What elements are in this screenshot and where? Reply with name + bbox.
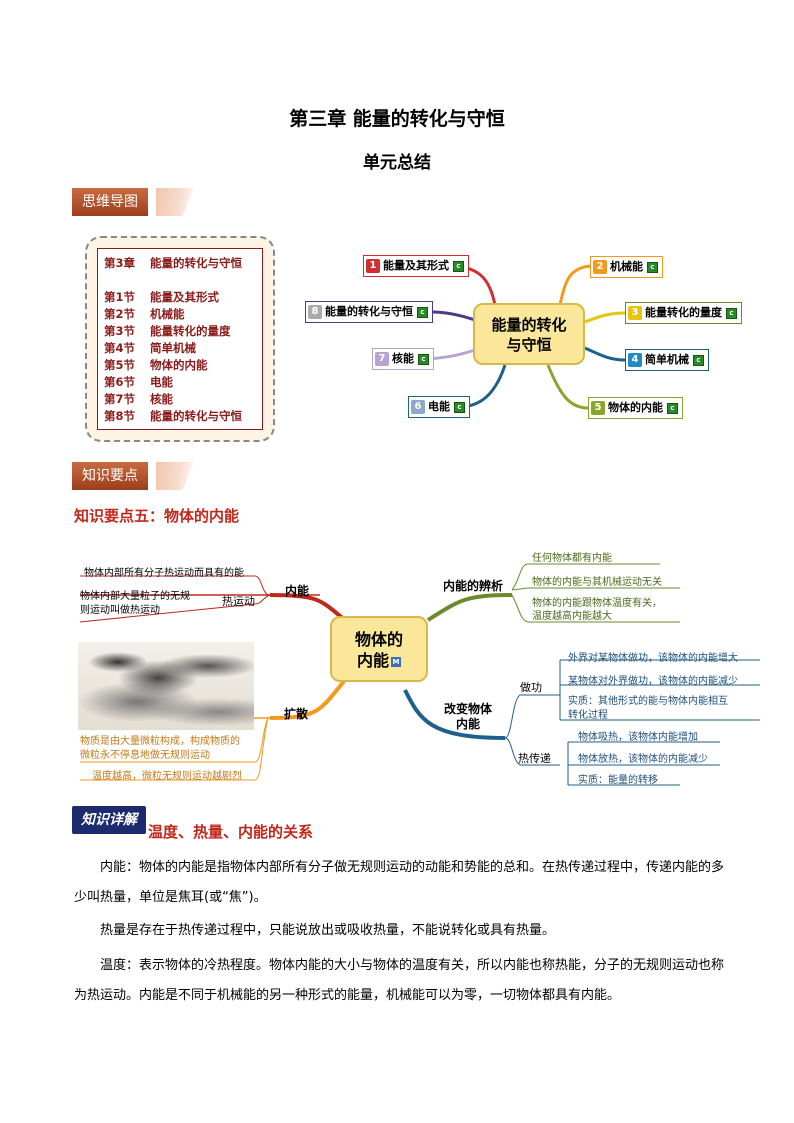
- node-label: 电能: [428, 397, 450, 417]
- node-label: 简单机械: [645, 350, 689, 370]
- section-bar-tail: [156, 462, 194, 490]
- gaibian-label-line2: 内能: [444, 717, 492, 732]
- neineng-sub-label: 热运动: [222, 593, 255, 609]
- zuogong-item: 外界对某物体做功，该物体的内能增大: [568, 649, 738, 664]
- mindmap1-center-line1: 能量的转化: [475, 315, 583, 335]
- ink-diffusion-image: [78, 642, 254, 730]
- connector-2: [560, 266, 590, 305]
- node-number: 7: [375, 352, 389, 366]
- branch-bianxi-label: 内能的辨析: [443, 577, 503, 594]
- zuogong-item: 实质：其他形式的能与物体内能相互: [568, 692, 728, 707]
- detail-title: 温度、热量、内能的关系: [148, 821, 313, 842]
- neineng-sub-line1: 物体内部大量粒子的无规: [80, 587, 190, 602]
- zuogong-item: 某物体对外界做功，该物体的内能减少: [568, 672, 738, 687]
- node-link-icon: c: [693, 355, 704, 366]
- mindmap1-connectors: [0, 0, 794, 460]
- node-number: 8: [308, 305, 322, 319]
- node-label: 能量转化的量度: [645, 303, 722, 323]
- bianxi-item: 温度越高内能越大: [532, 607, 612, 622]
- kuosan-text2: 温度越高，微粒无规则运动越剧烈: [92, 767, 242, 782]
- neineng-sub-line2: 则运动叫做热运动: [80, 601, 160, 616]
- bianxi-item: 物体的内能与其机械运动无关: [532, 573, 662, 588]
- node-link-icon: c: [647, 262, 658, 273]
- detail-badge: 知识详解: [72, 806, 146, 834]
- node-number: 2: [593, 260, 607, 274]
- branch-gaibian-label: 改变物体 内能: [444, 702, 492, 732]
- rechuandi-item: 物体吸热，该物体内能增加: [578, 728, 698, 743]
- node-link-icon: c: [453, 261, 464, 272]
- bianxi-item: 任何物体都有内能: [532, 549, 612, 564]
- connector-4: [585, 348, 625, 360]
- node-link-icon: c: [726, 308, 737, 319]
- detail-paragraph-2: 热量是存在于热传递过程中，只能说放出或吸收热量，不能说转化或具有热量。: [74, 916, 724, 946]
- zuogong-label: 做功: [520, 679, 542, 695]
- rechuandi-item: 物体放热，该物体的内能减少: [578, 750, 708, 765]
- mindmap2-center-line2: 内能: [357, 651, 389, 670]
- rechuandi-item: 实质：能量的转移: [578, 771, 658, 786]
- gaibian-label-line1: 改变物体: [444, 702, 492, 717]
- node-number: 3: [628, 306, 642, 320]
- neineng-definition: 物体内部所有分子热运动而具有的能: [84, 564, 244, 579]
- detail-paragraph-3: 温度：表示物体的冷热程度。物体内能的大小与物体的温度有关，所以内能也称热能，分子…: [74, 951, 724, 1011]
- mindmap1-center: 能量的转化 与守恒: [473, 303, 585, 365]
- section-knowledge-bar: 知识要点: [72, 462, 202, 490]
- branch-bianxi-line: [428, 595, 512, 620]
- node-link-icon: c: [454, 402, 465, 413]
- mindmap2-center-line1: 物体的: [332, 629, 426, 650]
- detail-paragraph-1: 内能：物体的内能是指物体内部所有分子做无规则运动的动能和势能的总和。在热传递过程…: [74, 853, 724, 913]
- section-knowledge-label: 知识要点: [72, 462, 148, 490]
- rechuandi-label: 热传递: [518, 750, 551, 766]
- kuosan-text1-line2: 微粒永不停息地做无规则运动: [80, 746, 210, 761]
- connector-8: [432, 312, 475, 320]
- connector-5: [548, 365, 588, 408]
- branch-neineng-label: 内能: [285, 582, 309, 599]
- zuogong-line: [505, 695, 560, 738]
- bianxi-line2: [512, 588, 680, 590]
- node-link-icon: c: [417, 307, 428, 318]
- node-label: 物体的内能: [608, 398, 663, 418]
- knowledge-point-title: 知识要点五：物体的内能: [74, 505, 239, 526]
- branch-kuosan-label: 扩散: [284, 705, 308, 722]
- node-label: 核能: [392, 349, 414, 369]
- zuogong-item: 转化过程: [568, 706, 608, 721]
- mindmap1-center-line2: 与守恒: [475, 335, 583, 355]
- node-label: 机械能: [610, 257, 643, 277]
- node-number: 1: [366, 259, 380, 273]
- node-label: 能量的转化与守恒: [325, 302, 413, 322]
- node-number: 4: [628, 353, 642, 367]
- mindmap-link-icon: M: [391, 657, 401, 667]
- kuosan-text1-line1: 物质是由大量微粒构成，构成物质的: [80, 732, 240, 747]
- node-label: 能量及其形式: [383, 256, 449, 276]
- connector-3: [585, 313, 625, 322]
- node-link-icon: c: [667, 403, 678, 414]
- node-number: 5: [591, 401, 605, 415]
- node-number: 6: [411, 400, 425, 414]
- node-link-icon: c: [418, 354, 429, 365]
